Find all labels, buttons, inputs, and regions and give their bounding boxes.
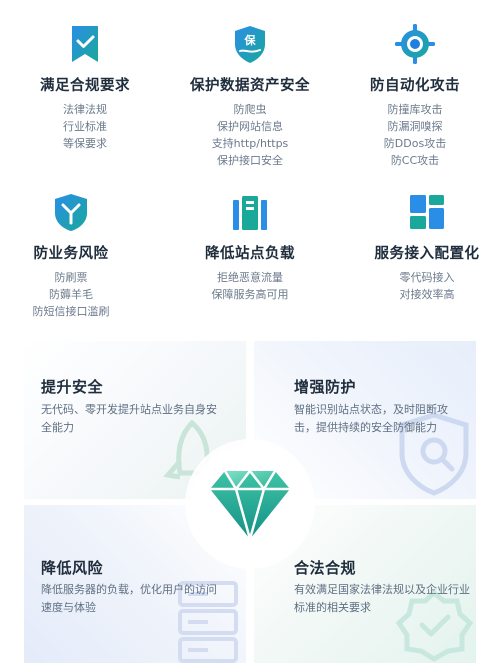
feature-title: 保护数据资产安全 xyxy=(190,78,310,94)
feature-item: 等保要求 xyxy=(63,137,107,150)
feature-list: 防爬虫 保护网站信息 支持http/https 保护接口安全 xyxy=(167,101,333,169)
advantages-panel: 提升安全 无代码、零开发提升站点业务自身安全能力 增强防护 智能识别站点状态，及… xyxy=(24,341,476,663)
advantage-desc: 有效满足国家法律法规以及企业行业标准的相关要求 xyxy=(294,583,470,614)
server-watermark-icon xyxy=(178,581,238,663)
feature-list: 防撞库攻击 防漏洞嗅探 防DDos攻击 防CC攻击 xyxy=(332,101,498,169)
feature-title: 服务接入配置化 xyxy=(374,246,480,262)
advantage-title: 提升安全 xyxy=(41,378,104,396)
shield-y-icon xyxy=(55,194,87,231)
feature-item: 对接效率高 xyxy=(399,288,455,301)
feature-item: 防短信接口滥刷 xyxy=(32,305,110,318)
shield-search-watermark-icon xyxy=(399,412,469,496)
shield-protect-icon: 保 xyxy=(235,26,265,63)
advantage-title: 降低风险 xyxy=(41,559,104,577)
center-emblem xyxy=(191,445,309,563)
badge-check-watermark-icon xyxy=(395,589,474,662)
feature-item: 行业标准 xyxy=(63,120,107,133)
feature-item: 保障服务高可用 xyxy=(211,288,289,301)
feature-item: 防CC攻击 xyxy=(390,154,440,167)
feature-list: 防刷票 防薅羊毛 防短信接口滥刷 xyxy=(0,269,154,320)
feature-item: 防漏洞嗅探 xyxy=(387,120,443,133)
feature-title: 防业务风险 xyxy=(33,246,109,262)
feature-item: 零代码接入 xyxy=(399,271,455,284)
target-icon xyxy=(395,24,435,64)
feature-item: 法律法规 xyxy=(63,103,107,116)
feature-data-protection: 保 保护数据资产安全 防爬虫 保护网站信息 支持http/https 保护接口安… xyxy=(167,24,333,169)
feature-item: 防爬虫 xyxy=(233,103,267,116)
feature-item: 防撞库攻击 xyxy=(387,103,443,116)
shield-badge-text: 保 xyxy=(244,33,257,47)
advantage-desc: 智能识别站点状态，及时阻断攻击，提供持续的安全防御能力 xyxy=(294,403,448,434)
feature-load-reduction: 降低站点负载 拒绝恶意流量 保障服务高可用 xyxy=(167,192,333,303)
feature-grid: 满足合规要求 法律法规 行业标准 等保要求 保 保护数据资产安全 防爬虫 保护网… xyxy=(0,0,500,330)
feature-item: 防薅羊毛 xyxy=(49,288,93,301)
feature-title: 降低站点负载 xyxy=(205,246,295,262)
check-bookmark-icon xyxy=(72,26,98,62)
feature-anti-automation: 防自动化攻击 防撞库攻击 防漏洞嗅探 防DDos攻击 防CC攻击 xyxy=(332,24,498,169)
feature-list: 零代码接入 对接效率高 xyxy=(344,269,500,303)
feature-config-access: 服务接入配置化 零代码接入 对接效率高 xyxy=(344,192,500,303)
feature-item: 防刷票 xyxy=(54,271,88,284)
feature-title: 满足合规要求 xyxy=(40,78,130,94)
feature-item: 保护网站信息 xyxy=(217,120,283,133)
diamond-icon xyxy=(210,469,290,541)
feature-compliance: 满足合规要求 法律法规 行业标准 等保要求 xyxy=(2,24,168,152)
feature-item: 保护接口安全 xyxy=(217,154,283,167)
advantage-desc: 降低服务器的负载，优化用户的访问速度与体验 xyxy=(41,583,217,614)
feature-list: 法律法规 行业标准 等保要求 xyxy=(2,101,168,152)
feature-title: 防自动化攻击 xyxy=(370,78,460,94)
feature-item: 拒绝恶意流量 xyxy=(217,271,283,284)
feature-business-risk: 防业务风险 防刷票 防薅羊毛 防短信接口滥刷 xyxy=(0,192,154,320)
advantage-title: 合法合规 xyxy=(294,559,357,577)
feature-list: 拒绝恶意流量 保障服务高可用 xyxy=(167,269,333,303)
advantage-desc: 无代码、零开发提升站点业务自身安全能力 xyxy=(41,403,217,434)
layout-blocks-icon xyxy=(410,195,444,229)
feature-item: 支持http/https xyxy=(211,137,289,150)
feature-item: 防DDos攻击 xyxy=(383,137,447,150)
server-bars-icon xyxy=(233,196,267,230)
advantage-title: 增强防护 xyxy=(294,378,357,396)
